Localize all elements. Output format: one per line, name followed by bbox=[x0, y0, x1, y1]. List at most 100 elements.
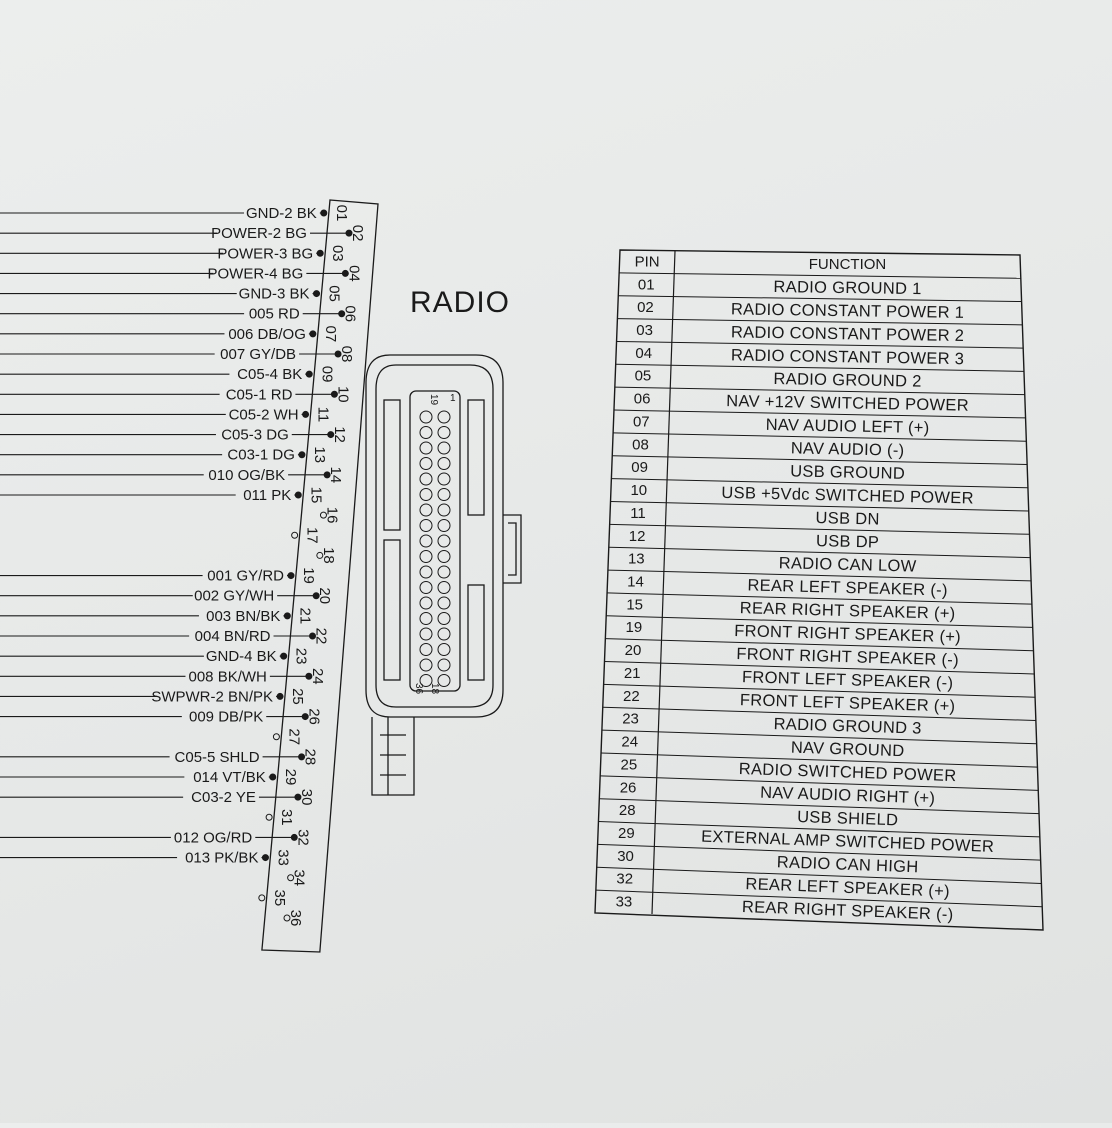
table-row-rule bbox=[595, 889, 1043, 908]
table-cell-pin: 25 bbox=[621, 756, 638, 773]
wire-label: POWER-3 BG bbox=[217, 245, 313, 262]
connector-cavity bbox=[419, 503, 433, 517]
connector-rib-right-lower bbox=[467, 584, 485, 681]
connector-cavity bbox=[437, 488, 451, 501]
pin-number: 20 bbox=[316, 587, 333, 604]
pin-number: 18 bbox=[320, 547, 337, 564]
pin-number: 09 bbox=[318, 366, 335, 383]
pin-number: 11 bbox=[315, 407, 332, 423]
table-cell-pin: 09 bbox=[631, 459, 648, 476]
table-cell-function: EXTERNAL AMP SWITCHED POWER bbox=[701, 828, 995, 856]
wire-label: POWER-2 BG bbox=[211, 225, 307, 242]
pin-number: 02 bbox=[349, 225, 366, 242]
table-row-rule bbox=[612, 455, 1028, 465]
connector-cavity bbox=[419, 674, 433, 687]
pin-number: 26 bbox=[305, 708, 322, 725]
pin-number: 32 bbox=[294, 829, 311, 846]
table-cell-pin: 20 bbox=[625, 642, 642, 659]
table-cell-pin: 05 bbox=[635, 368, 652, 385]
table-row-rule bbox=[617, 318, 1023, 326]
table-cell-function: RADIO CAN LOW bbox=[779, 554, 917, 575]
table-cell-pin: 10 bbox=[630, 482, 647, 499]
connector-cavity bbox=[419, 410, 433, 424]
wire-label: 011 PK bbox=[243, 487, 291, 504]
wire-label: 010 OG/BK bbox=[208, 467, 285, 484]
table-cell-function: NAV +12V SWITCHED POWER bbox=[726, 392, 969, 415]
cavity-label-1: 1 bbox=[450, 393, 456, 404]
table-cell-pin: 28 bbox=[619, 802, 636, 819]
pin-terminal bbox=[298, 753, 306, 761]
table-cell-pin: 23 bbox=[622, 711, 639, 728]
pin-terminal bbox=[280, 652, 288, 660]
pin-terminal bbox=[334, 350, 342, 358]
pin-terminal bbox=[341, 269, 349, 277]
table-row-rule bbox=[601, 729, 1037, 745]
table-row-rule bbox=[613, 432, 1027, 442]
table-row-rule bbox=[604, 661, 1035, 675]
pin-terminal bbox=[291, 531, 299, 539]
wire-label: C05-3 DG bbox=[221, 427, 289, 444]
cavity-grid bbox=[419, 410, 451, 687]
connector-pin-strip bbox=[261, 199, 379, 953]
table-cell-pin: 01 bbox=[638, 276, 655, 293]
pin-terminal bbox=[302, 410, 310, 418]
table-cell-pin: 14 bbox=[627, 574, 644, 591]
pin-number: 03 bbox=[329, 245, 346, 262]
pin-number: 07 bbox=[322, 326, 339, 343]
pin-number: 08 bbox=[338, 346, 355, 363]
connector-cavity bbox=[437, 581, 451, 594]
wire-label: C05-1 RD bbox=[226, 386, 293, 403]
pin-number: 28 bbox=[302, 749, 319, 766]
pin-terminal bbox=[272, 733, 280, 741]
connector-cavity bbox=[419, 581, 433, 594]
pin-strip-frame bbox=[261, 199, 379, 953]
table-column-divider bbox=[651, 250, 676, 915]
table-cell-function: REAR RIGHT SPEAKER (+) bbox=[740, 599, 956, 623]
connector-cavity bbox=[419, 534, 433, 548]
pin-number: 23 bbox=[293, 648, 310, 665]
table-row-rule bbox=[600, 775, 1039, 791]
table-cell-function: FRONT RIGHT SPEAKER (-) bbox=[736, 645, 959, 669]
cavity-label-36: 36 bbox=[413, 683, 424, 695]
connector-cavity bbox=[419, 596, 433, 610]
pin-terminal bbox=[320, 209, 328, 217]
table-cell-pin: 07 bbox=[633, 413, 650, 430]
wire-label: 001 GY/RD bbox=[207, 568, 284, 585]
wire-label: 014 VT/BK bbox=[193, 769, 266, 786]
pin-terminal bbox=[313, 290, 321, 298]
table-row-rule bbox=[615, 363, 1024, 372]
table-cell-pin: 21 bbox=[624, 665, 641, 682]
pin-terminal bbox=[312, 592, 320, 600]
connector-cavity bbox=[437, 534, 451, 548]
table-cell-pin: 33 bbox=[616, 894, 633, 911]
pin-terminal bbox=[258, 894, 266, 902]
table-frame bbox=[594, 249, 1044, 931]
table-row-rule bbox=[596, 866, 1042, 884]
pin-terminal bbox=[316, 551, 324, 559]
table-cell-pin: 08 bbox=[632, 436, 649, 453]
table-row-rule bbox=[597, 843, 1041, 861]
pin-terminal bbox=[261, 854, 269, 862]
connector-latch bbox=[503, 514, 522, 584]
connector-cavity bbox=[437, 503, 451, 517]
connector-cavity bbox=[419, 519, 433, 532]
wire-label: GND-2 BK bbox=[246, 205, 317, 222]
